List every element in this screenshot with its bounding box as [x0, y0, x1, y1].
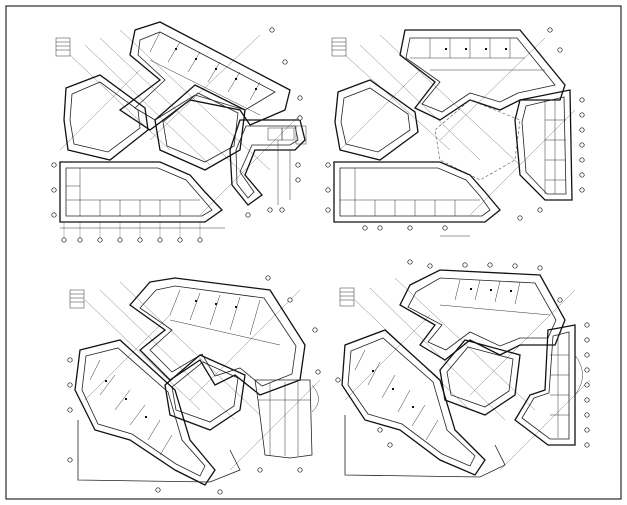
column-marks: [105, 48, 512, 418]
plan-title-block: [331, 37, 347, 57]
plan-bottom-left: [67, 275, 321, 495]
plan-top-left: [51, 21, 307, 243]
plan-title-block: [69, 289, 85, 309]
plan-title-block: [55, 37, 71, 57]
plan-bottom-right: [335, 259, 591, 478]
grid-axis-bubbles: [325, 27, 585, 231]
grid-axis-bubbles: [51, 27, 303, 243]
grid-axis-bubbles: [67, 275, 321, 495]
grid-axis-bubbles: [335, 259, 590, 448]
plan-title-block: [339, 287, 355, 307]
plan-top-right: [325, 27, 585, 237]
grid-lines: [59, 29, 301, 216]
sheet-border: [5, 5, 622, 500]
